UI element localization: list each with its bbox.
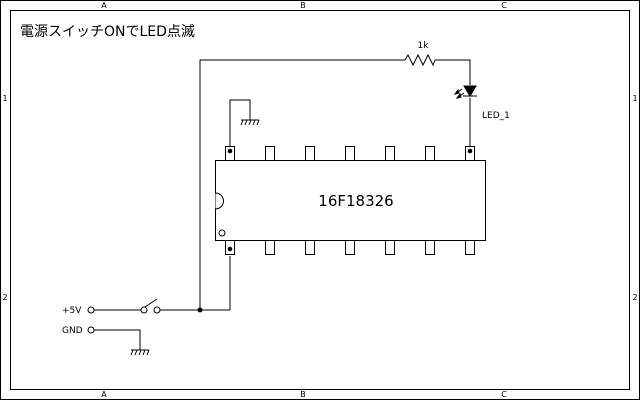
pin-connection-dots: [227, 148, 473, 252]
wire-vdd-to-resistor: [199, 59, 405, 310]
ic-body: [215, 160, 486, 241]
wire-resistor-to-led: [435, 59, 471, 85]
ic-pin: [385, 240, 395, 255]
inner-frame: [10, 10, 630, 390]
ic-pin1-marker: [218, 229, 226, 237]
ic-chip: 16F18326: [215, 146, 486, 255]
zone-col-bottom-a: A: [101, 390, 107, 399]
zone-row-right-2: 2: [632, 293, 637, 302]
supply-label: +5V: [62, 306, 82, 316]
ic-pin: [425, 240, 435, 255]
zone-row-left-1: 1: [2, 94, 7, 103]
ic-pin: [425, 146, 435, 161]
zone-col-bottom-b: B: [300, 390, 306, 399]
power-switch: [140, 298, 161, 314]
ic-notch: [215, 192, 224, 210]
ic-top-pins: [225, 146, 475, 161]
zone-col-bottom-c: C: [501, 390, 507, 399]
ic-pin: [265, 240, 275, 255]
ic-part-label: 16F18326: [318, 192, 393, 210]
resistor-symbol: [404, 53, 436, 67]
zone-col-top-c: C: [501, 1, 507, 10]
resistor-value-label: 1k: [418, 41, 430, 51]
ground-symbol-bottom: [130, 349, 150, 356]
gnd-label: GND: [62, 326, 83, 336]
ic-pin: [385, 146, 395, 161]
junction-dot: [197, 307, 203, 313]
sheet-title: 電源スイッチONでLED点滅: [20, 24, 195, 40]
ic-pin: [305, 146, 315, 161]
led-symbol: [453, 85, 477, 99]
wires: [94, 59, 471, 350]
zone-col-top-a: A: [101, 1, 107, 10]
ic-pin: [465, 240, 475, 255]
ic-pin: [305, 240, 315, 255]
gnd-terminal: [87, 326, 95, 334]
wire-gnd-terminal: [94, 329, 141, 350]
ground-symbol-top: [240, 119, 260, 126]
led-name-label: LED_1: [482, 111, 510, 121]
ic-pin: [225, 146, 235, 161]
zone-row-right-1: 1: [632, 94, 637, 103]
supply-terminal: [87, 306, 95, 314]
zone-col-top-b: B: [300, 1, 306, 10]
ic-pin: [265, 146, 275, 161]
ic-pin: [345, 240, 355, 255]
ic-pin: [465, 146, 475, 161]
zone-row-left-2: 2: [2, 293, 7, 302]
ic-pin: [345, 146, 355, 161]
wire-ground-pin: [229, 99, 251, 146]
